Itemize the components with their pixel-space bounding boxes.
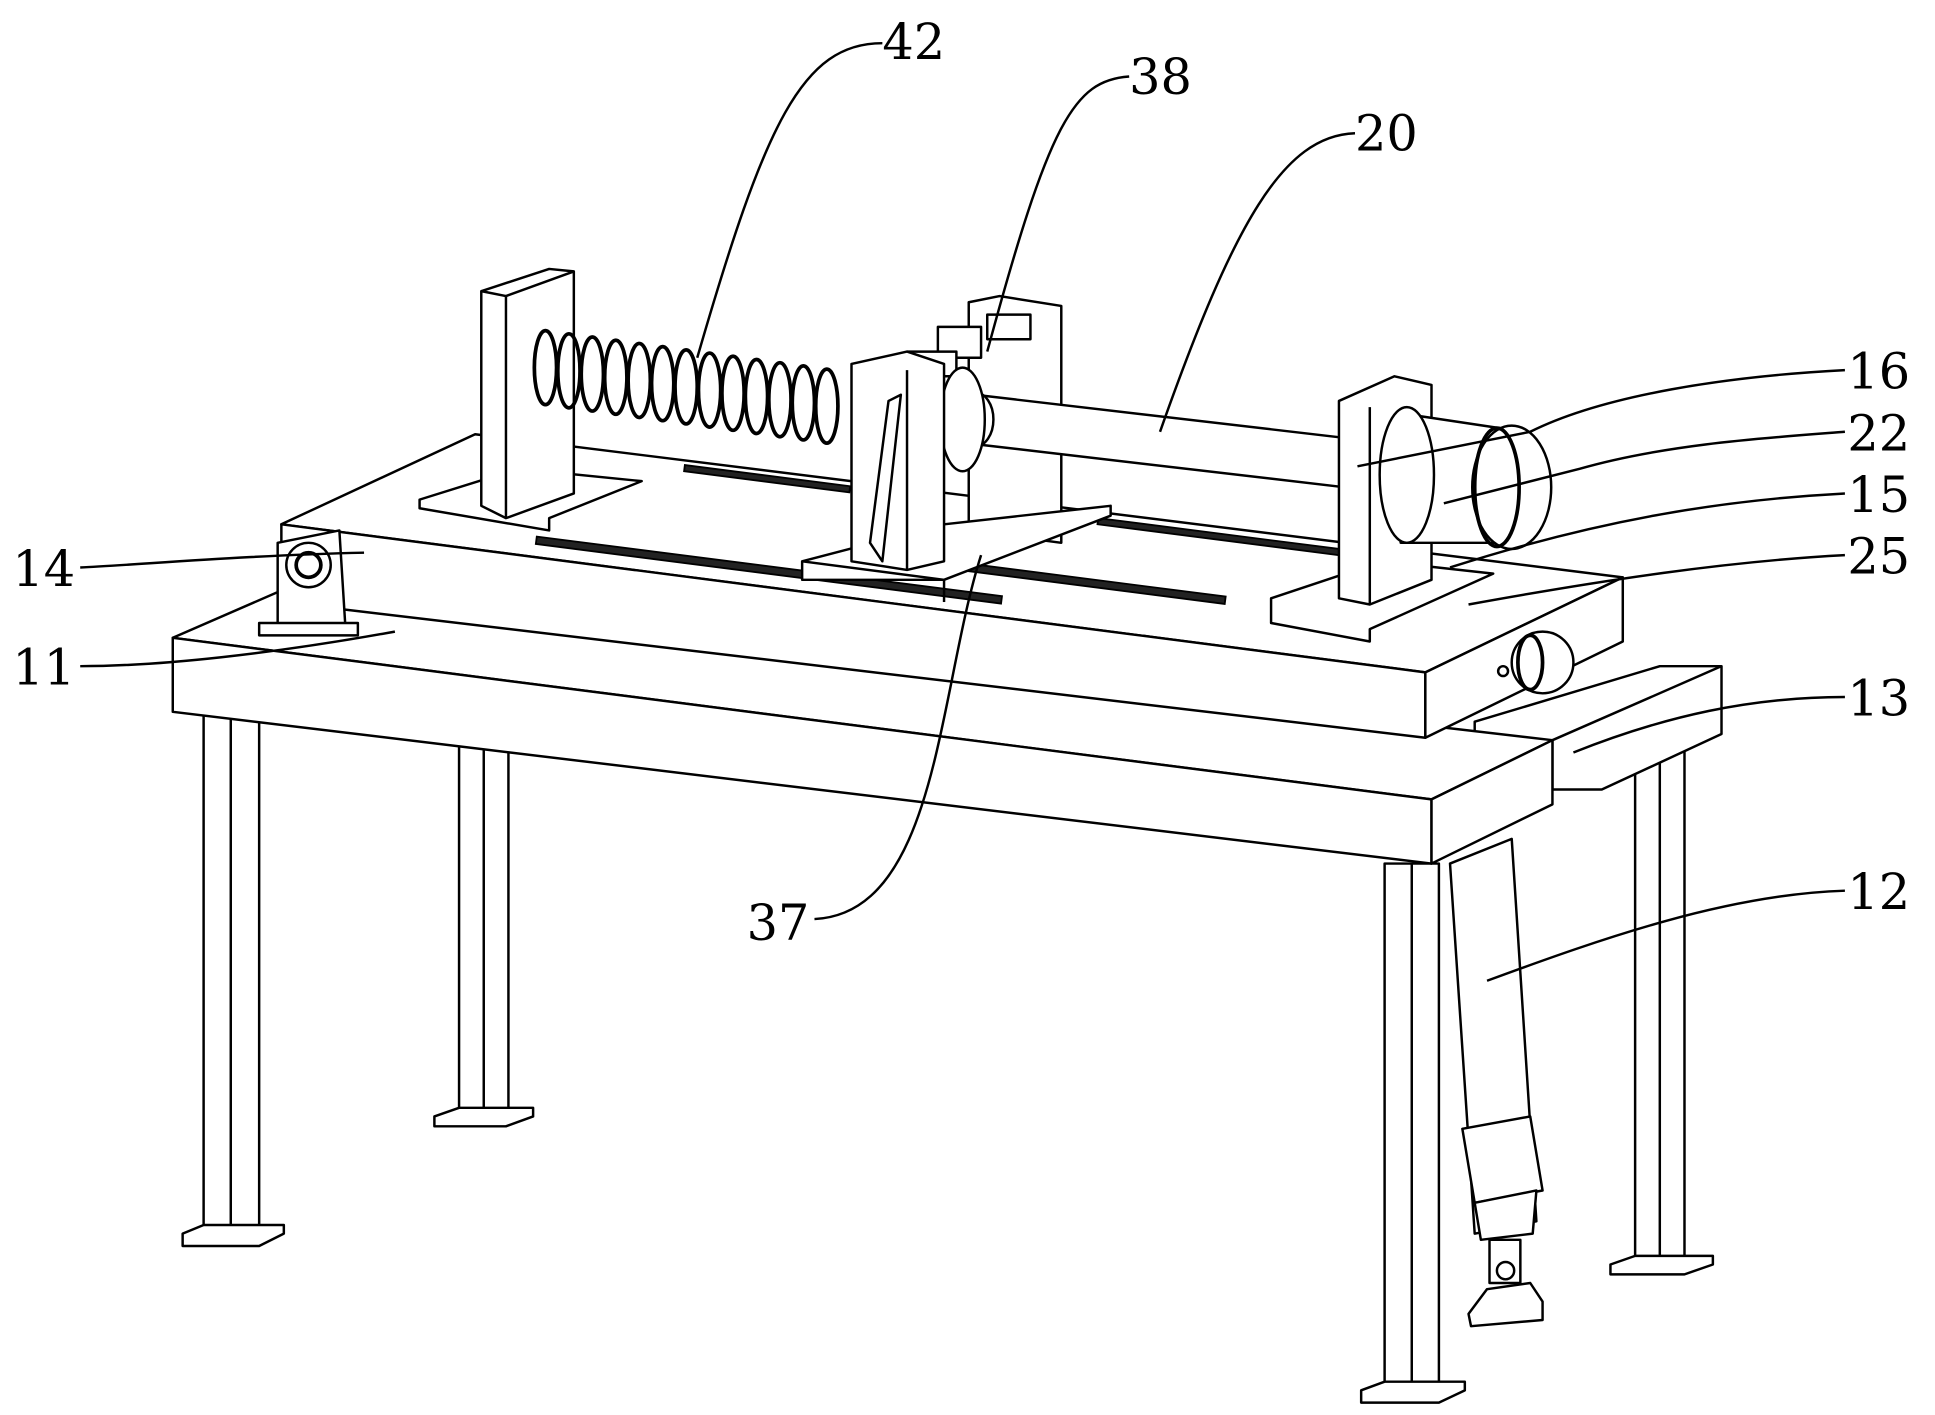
label-37: 37 [747,894,810,952]
label-13: 13 [1847,670,1910,728]
label-38: 38 [1129,48,1192,106]
label-42: 42 [882,13,945,71]
spring-coil [675,350,697,424]
spring-coil [628,343,650,417]
label-20: 20 [1355,105,1418,163]
spring-coil [816,369,838,443]
spring-coil [581,337,603,411]
label-25: 25 [1847,528,1910,586]
label-14: 14 [12,540,75,598]
part-labels: 42 38 20 16 22 15 25 14 11 13 12 37 [12,13,1910,952]
spring-coil [769,363,791,437]
spring-coil [792,366,814,440]
spring-42 [534,331,838,444]
spring-coil [745,359,767,433]
label-22: 22 [1847,404,1910,462]
cylinder-12 [1450,839,1543,1326]
spring-coil [698,353,720,427]
label-15: 15 [1847,466,1910,524]
label-16: 16 [1847,343,1910,401]
spring-coil [722,356,744,430]
label-12: 12 [1847,863,1910,921]
spring-coil [652,347,674,421]
spring-coil [605,340,627,414]
label-11: 11 [12,639,75,697]
